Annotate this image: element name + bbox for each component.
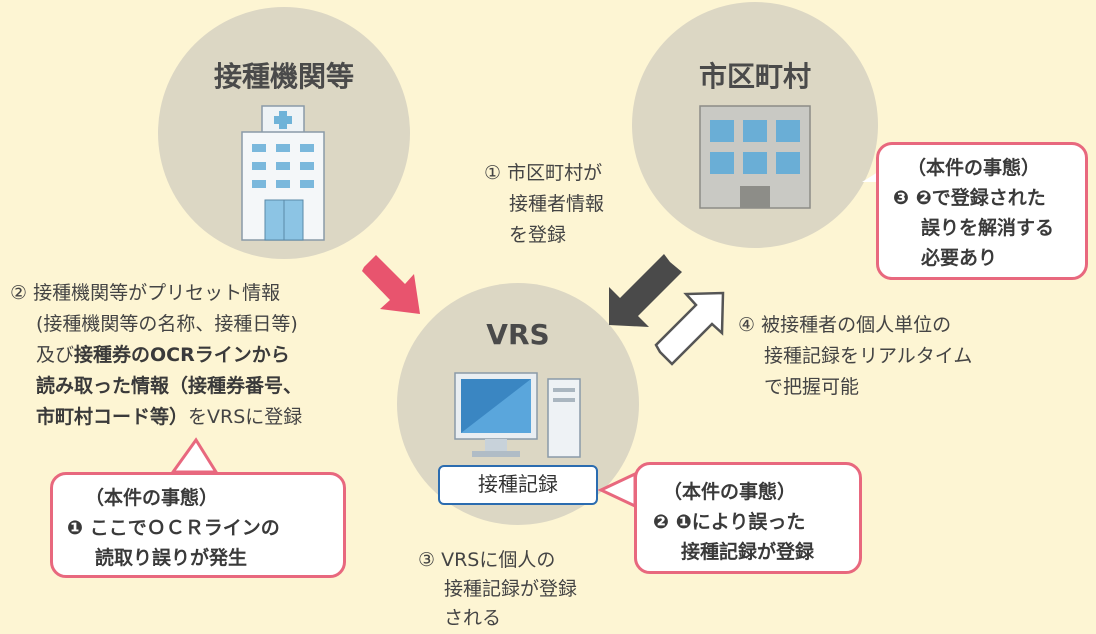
computer-icon — [454, 372, 581, 458]
arrow-clinic-to-vrs — [362, 255, 420, 314]
record-box: 接種記録 — [438, 465, 598, 505]
vrs-title: VRS — [486, 318, 550, 351]
callout-3: （本件の事態） ❸ ❷で登録された 誤りを解消する 必要あり — [876, 142, 1088, 280]
municipality-title: 市区町村 — [698, 60, 811, 93]
city-hall-icon — [699, 105, 811, 209]
hospital-icon — [241, 105, 325, 241]
callout-2: （本件の事態） ❷ ❶により誤った 接種記録が登録 — [634, 462, 862, 574]
clinic-title: 接種機関等 — [213, 60, 354, 93]
arrow-municipality-to-vrs — [609, 254, 682, 327]
callout3-tail — [862, 172, 878, 182]
arrow-vrs-to-municipality — [654, 291, 725, 366]
callout2-tail — [597, 471, 637, 509]
callout1-tail — [170, 437, 219, 474]
callout-1: （本件の事態） ❶ ここでＯＣＲラインの 読取り誤りが発生 — [50, 472, 346, 578]
